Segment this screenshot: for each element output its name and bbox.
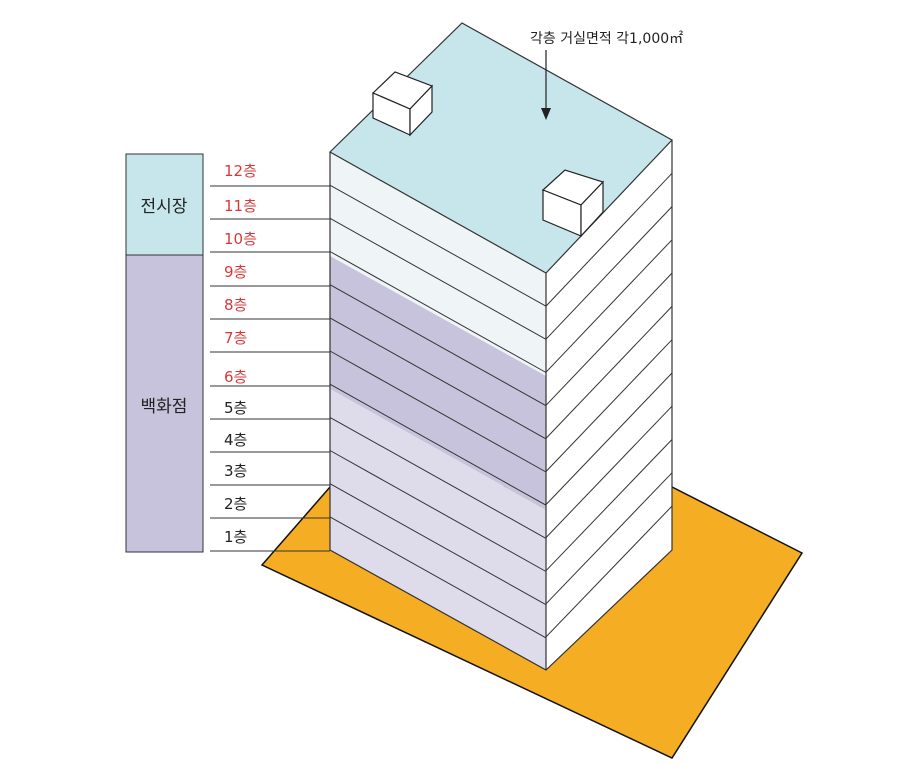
zone-exhibition-label: 전시장: [141, 197, 188, 217]
facade-low-band: [330, 389, 546, 670]
right-floor-line: [545, 339, 673, 472]
floor-label: 8층: [224, 296, 247, 314]
zone-department-store-box: [125, 254, 204, 553]
facade-upper-band: [330, 152, 546, 376]
floor-label: 6층: [224, 368, 247, 386]
floor-label: 9층: [224, 263, 247, 281]
right-floor-line: [545, 472, 673, 605]
floor-label: 2층: [224, 495, 247, 513]
facade-mid-band: [330, 256, 546, 510]
right-floor-line: [545, 206, 673, 340]
left-floor-line: [329, 184, 547, 307]
floor-label: 11층: [224, 197, 257, 215]
right-floor-line: [545, 505, 673, 638]
left-floor-line: [329, 383, 547, 506]
floor-label: 12층: [224, 162, 257, 180]
right-floor-lines: [545, 172, 673, 638]
left-floor-line: [329, 516, 547, 639]
rooftop-box: [541, 169, 605, 238]
floor-label: 1층: [224, 528, 247, 546]
rooftop-box: [371, 71, 434, 137]
left-floor-line: [329, 217, 547, 340]
right-floor-line: [545, 172, 673, 307]
right-floor-line: [545, 439, 673, 572]
floor-label: 4층: [224, 431, 247, 449]
floor-labels: 12층 11층 10층 9층 8층 7층 6층 5층 4층 3층 2층 1층: [224, 162, 257, 546]
annotation-arrowhead: [541, 108, 551, 120]
floor-label: 7층: [224, 329, 247, 347]
right-floor-line: [545, 372, 673, 505]
floor-label: 3층: [224, 462, 247, 480]
zone-department-store-label: 백화점: [141, 397, 188, 417]
left-floor-line: [329, 251, 547, 373]
area-annotation: 각층 거실면적 각1,000㎡: [530, 31, 683, 47]
left-floor-line: [329, 450, 547, 572]
right-floor-line: [545, 272, 673, 406]
left-floor-line: [329, 416, 547, 539]
right-floor-line: [545, 239, 673, 373]
zone-exhibition-box: [125, 153, 204, 256]
left-floor-line: [329, 317, 547, 440]
right-floor-line: [545, 306, 673, 439]
right-floor-line: [545, 405, 673, 538]
left-floor-line: [329, 350, 547, 473]
floor-leader-lines: [210, 185, 330, 552]
floor-label: 5층: [224, 399, 247, 417]
left-floor-line: [329, 284, 547, 407]
left-floor-line: [329, 483, 547, 606]
left-floor-lines: [329, 184, 547, 639]
floor-label: 10층: [224, 230, 257, 248]
